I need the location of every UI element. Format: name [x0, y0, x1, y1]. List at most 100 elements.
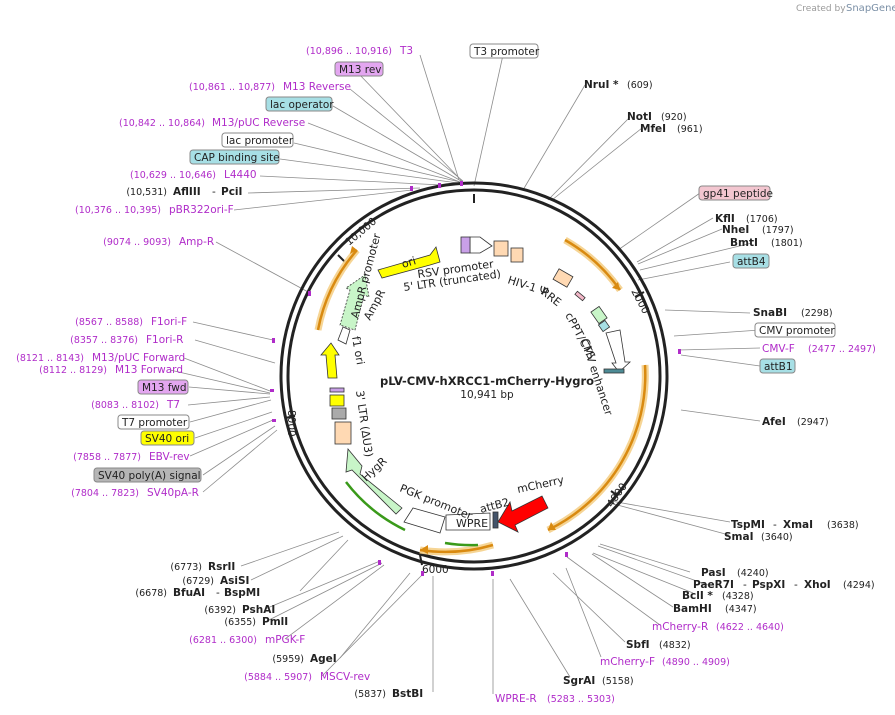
afei-label: AfeI — [762, 416, 786, 428]
hygr-feature — [345, 447, 403, 515]
attb4-label: attB4 — [737, 256, 766, 268]
t7-label: T7 — [166, 399, 180, 411]
wpre-r-label: WPRE-R — [495, 693, 537, 705]
orf-arc-green — [444, 541, 479, 547]
svg-text:-: - — [794, 579, 798, 591]
bmti-label: BmtI — [730, 237, 758, 249]
mpgk-f-label: mPGK-F — [265, 634, 305, 646]
pasi-coord: (4240) — [737, 568, 769, 579]
cap-binding-site-box — [189, 149, 280, 165]
rre-feature — [552, 268, 574, 288]
cmv-f-label: CMV-F — [762, 343, 795, 355]
bfuai-coord: (6678) — [135, 588, 167, 599]
rsrii-coord: (6773) — [170, 562, 202, 573]
pshai-coord: (6392) — [204, 605, 236, 616]
watermark-brand: SnapGene — [846, 3, 895, 14]
svg-text:-: - — [216, 587, 220, 599]
cap-binding-site-label: CAP binding site — [194, 152, 280, 164]
m13-fwd-feature — [329, 387, 345, 393]
m13-puc-forward-coord: (8121 .. 8143) — [16, 353, 84, 364]
mfei-coord: (961) — [677, 124, 703, 135]
bamhi-label: BamHI — [673, 603, 712, 615]
ebv-rev-coord: (7858 .. 7877) — [73, 452, 141, 463]
cmv-promoter-label: CMV promoter — [759, 325, 835, 337]
bfuai-label: BfuAI — [173, 587, 205, 599]
pbr322-coord: (10,376 .. 10,395) — [75, 205, 161, 216]
pmli-coord: (6355) — [224, 617, 256, 628]
backbone-outer-ring — [279, 181, 669, 571]
bstbi-coord: (5837) — [354, 689, 386, 700]
m13-puc-reverse-label: M13/pUC Reverse — [212, 117, 305, 129]
gp41-peptide-box — [698, 185, 771, 201]
t3-label: T3 — [399, 45, 413, 57]
l4440-label: L4440 — [224, 169, 257, 181]
lac-operator-label: lac operator — [270, 99, 334, 111]
bcli-coord: (4328) — [722, 591, 754, 602]
xmai-label: XmaI — [783, 519, 813, 531]
m13-fwd-box — [137, 379, 189, 395]
hygr-label: HygR — [359, 454, 390, 484]
mcherry-f-label: mCherry-F — [600, 656, 655, 668]
feature-shapes — [320, 236, 632, 534]
nhei-coord: (1797) — [762, 225, 794, 236]
t3-promoter-box — [469, 43, 539, 59]
m13-reverse-coord: (10,861 .. 10,877) — [189, 82, 275, 93]
sv40-polya-label: SV40 poly(A) signal — [98, 470, 201, 482]
smai-coord: (3640) — [761, 532, 793, 543]
ori-label: ori — [400, 254, 417, 271]
wpre-feature — [445, 512, 491, 531]
wpre-label: WPRE — [456, 517, 488, 530]
xhoi-label: XhoI — [804, 579, 831, 591]
mscv-rev-coord: (5884 .. 5907) — [244, 672, 312, 683]
gp41-feature — [574, 290, 586, 302]
nhei-label: NheI — [722, 224, 749, 236]
mcherry-r-coord: (4622 .. 4640) — [716, 622, 784, 633]
tspmi-label: TspMI — [731, 519, 765, 531]
afei-coord: (2947) — [797, 417, 829, 428]
plasmid-name: pLV-CMV-hXRCC1-mCherry-Hygro — [380, 374, 594, 388]
f1ori-r-coord: (8357 .. 8376) — [70, 335, 138, 346]
sv40-polya-feature — [331, 407, 347, 420]
plasmid-size: 10,941 bp — [460, 389, 514, 401]
sbfi-label: SbfI — [626, 639, 650, 651]
sv40-ori-feature — [329, 394, 345, 407]
m13-puc-forward-label: M13/pUC Forward — [92, 352, 185, 364]
ebv-rev-label: EBV-rev — [149, 451, 190, 463]
sv40pa-r-label: SV40pA-R — [147, 487, 199, 499]
sgrai-label: SgrAI — [563, 675, 595, 687]
snabi-coord: (2298) — [801, 308, 833, 319]
sv40-ori-label: SV40 ori — [145, 433, 189, 445]
noti-coord: (920) — [661, 112, 687, 123]
f1ori-r-label: F1ori-R — [146, 334, 183, 346]
mcherry-r-label: mCherry-R — [652, 621, 708, 633]
rsrii-label: RsrII — [208, 561, 235, 573]
pcii-label: PciI — [221, 186, 242, 198]
cppt-feature — [590, 305, 608, 325]
t3-promoter-label: T3 promoter — [473, 46, 540, 58]
ampr-feature — [339, 274, 370, 331]
ltr5-feature — [493, 240, 509, 257]
bstbi-label: BstBI — [392, 688, 423, 700]
t7-coord: (8083 .. 8102) — [91, 400, 159, 411]
paer7i-coord: (4294) — [843, 580, 875, 591]
rsv-promoter-feature — [469, 236, 493, 254]
tick-8000: 8000 — [285, 410, 297, 437]
watermark-created-by: Created by — [796, 4, 846, 14]
nrui-label: NruI * — [584, 79, 619, 91]
noti-label: NotI — [627, 111, 652, 123]
pmli-label: PmlI — [262, 616, 288, 628]
t7-promoter-label: T7 promoter — [121, 417, 188, 429]
svg-text:-: - — [773, 519, 777, 531]
m13-reverse-label: M13 Reverse — [283, 81, 351, 93]
f1-ori-label: f1 ori — [349, 335, 367, 366]
ltr5-stripe — [460, 236, 471, 254]
lac-operator-box — [265, 96, 333, 112]
mscv-rev-label: MSCV-rev — [320, 671, 370, 683]
smai-label: SmaI — [724, 531, 754, 543]
bspmi-label: BspMI — [224, 587, 260, 599]
bmti-coord: (1801) — [771, 238, 803, 249]
f1ori-f-label: F1ori-F — [151, 316, 187, 328]
kfli-coord: (1706) — [746, 214, 778, 225]
m13-rev-label: M13 rev — [339, 64, 382, 76]
